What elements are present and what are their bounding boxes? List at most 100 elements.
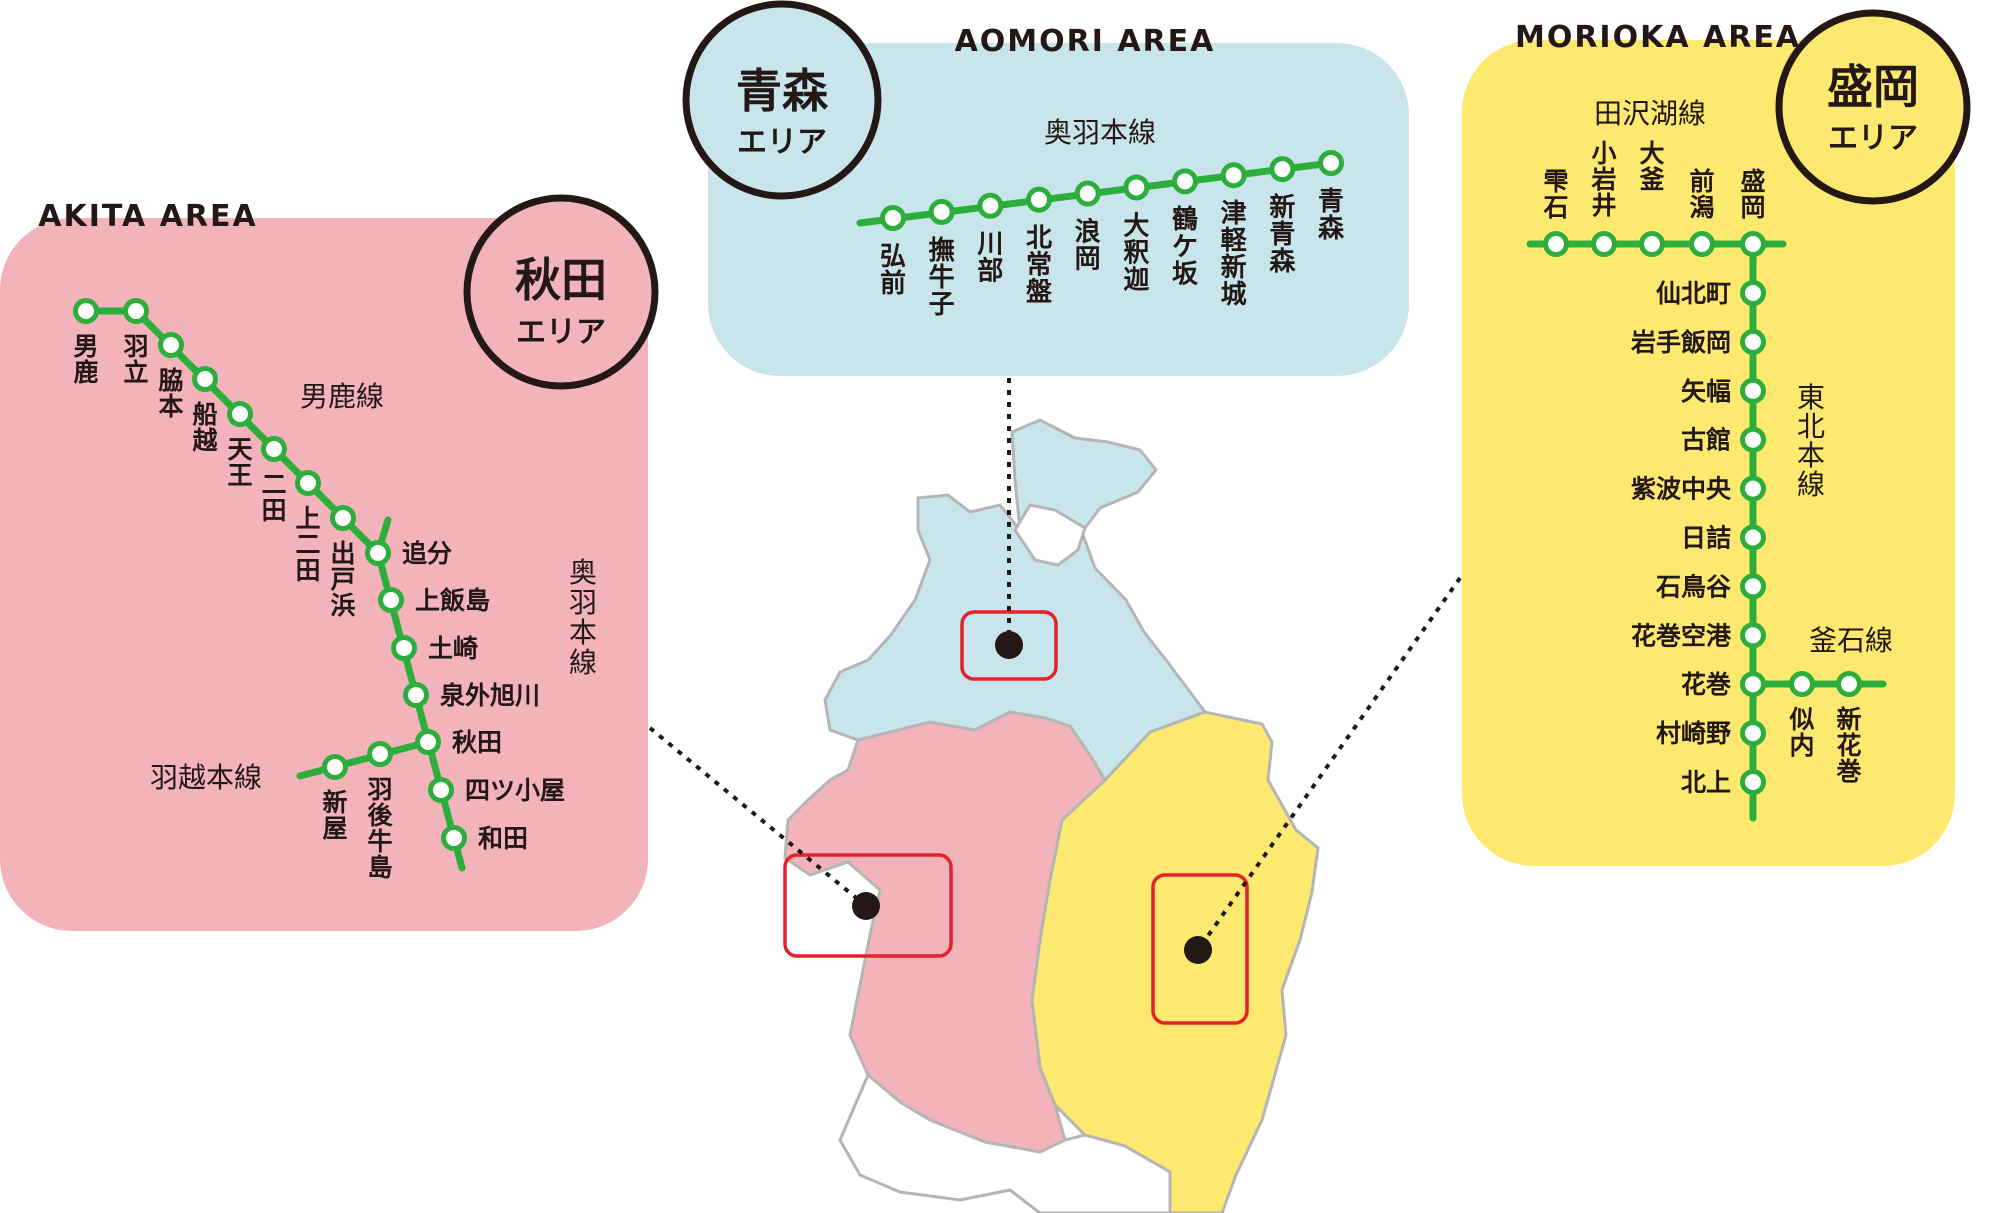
morioka-kamaishi-line-label: 釜石線 [1809,624,1893,657]
akita-station-marker [322,754,348,780]
akita-station-marker [261,436,287,462]
akita-station-marker [378,587,404,613]
morioka-station-label: 北上 [1681,768,1731,797]
morioka-station-marker [1740,671,1766,698]
akita-station-marker [158,332,184,358]
aomori-station-marker [1026,186,1052,213]
morioka-station-marker [1591,231,1617,257]
akita-station-marker [367,741,393,767]
akita-station-marker [330,505,356,531]
aomori-station-label: 浪岡 [1075,216,1101,274]
aomori-badge [682,0,882,200]
morioka-badge [1775,9,1971,205]
akita-station-marker [192,366,218,392]
akita-station-label: 羽後牛島 [367,775,393,882]
morioka-station-label: 前潟 [1689,167,1714,222]
akita-badge [463,194,659,390]
southern-region-shape [838,1072,1172,1213]
akita-station-label: 追分 [402,539,452,568]
aomori-station-label: 撫牛子 [929,236,955,320]
akita-station-label: 四ツ小屋 [465,776,565,805]
aomori-location-dot [995,631,1023,659]
morioka-station-marker [1740,231,1766,257]
akita-station-label: 男鹿 [73,332,98,387]
aomori-station-label: 鶴ケ坂 [1172,204,1199,289]
morioka-station-label: 似内 [1788,705,1814,760]
akita-station-marker [415,729,441,755]
morioka-leader [1196,576,1462,952]
akita-station-marker [123,298,149,324]
morioka-tazawako-line-label: 田沢湖線 [1594,97,1706,130]
aomori-highlight-box [960,610,1058,681]
akita-oga-line-label: 男鹿線 [300,380,384,413]
aomori-badge-main: 青森 [736,64,829,118]
aomori-panel: AOMORI AREA 青森 エリア 奥羽本線 弘前撫牛子川部北常盤浪岡大釈迦鶴… [682,0,1409,376]
aomori-station-label: 青森 [1318,187,1345,244]
morioka-rail-diagram: 雫石小岩井大釜前潟盛岡仙北町岩手飯岡矢幅古館紫波中央日詰石鳥谷花巻空港花巻村崎野… [1526,139,1887,822]
aomori-station-label: 津軽新城 [1221,199,1248,310]
aomori-station-label: 大釈迦 [1123,211,1149,295]
akita-uetsu-line-label: 羽越本線 [150,761,262,794]
akita-station-marker [403,682,429,708]
akita-station-label: 二田 [261,470,286,525]
akita-station-marker [428,777,454,803]
morioka-station-marker [1639,231,1665,257]
mutsu-bay [1013,503,1087,567]
aomori-region-shape [823,418,1208,783]
aomori-station-label: 弘前 [880,242,906,299]
morioka-station-marker [1740,769,1766,795]
morioka-station-label: 古館 [1681,426,1731,455]
morioka-station-label: 村崎野 [1656,719,1731,748]
morioka-station-marker [1740,622,1766,649]
morioka-station-label: 新花巻 [1835,705,1862,786]
morioka-station-marker [1740,280,1766,306]
akita-badge-main: 秋田 [515,253,607,307]
aomori-station-marker [1318,150,1344,176]
akita-station-marker [365,540,391,566]
akita-station-label: 天王 [227,435,252,490]
morioka-area-title: MORIOKA AREA [1515,20,1801,55]
aomori-station-label: 北常盤 [1026,224,1053,308]
akita-station-label: 泉外旭川 [440,681,540,710]
akita-station-label: 羽立 [123,332,148,387]
akita-station-label: 秋田 [452,728,502,757]
akita-uetsu-line-track [296,738,432,780]
aomori-panel-bg [708,43,1409,376]
akita-station-label: 船越 [192,400,218,455]
aomori-station-marker [977,192,1004,219]
akita-station-marker [227,401,253,427]
morioka-station-label: 雫石 [1542,167,1568,222]
morioka-panel: MORIOKA AREA 盛岡 エリア 田沢湖線 釜石線 東北本線 雫石小岩井大… [1462,9,1971,866]
akita-panel: AKITA AREA 秋田 エリア 男鹿線 羽越本線 奥羽本線 男鹿羽立脇本船越… [0,194,659,931]
morioka-station-label: 岩手飯岡 [1630,328,1731,357]
region-map [783,418,1320,1213]
morioka-location-dot [1184,936,1212,964]
morioka-station-marker [1740,524,1766,551]
morioka-station-label: 仙北町 [1656,279,1731,308]
aomori-station-marker [1123,174,1150,201]
morioka-station-marker [1740,475,1766,502]
akita-badge-sub: エリア [516,315,606,350]
akita-station-label: 脇本 [158,366,183,421]
morioka-station-label: 盛岡 [1740,167,1765,222]
morioka-station-label: 石鳥谷 [1655,572,1732,601]
aomori-badge-sub: エリア [737,125,827,160]
aomori-ou-line-label: 奥羽本線 [1044,116,1156,149]
morioka-station-label: 大釜 [1638,139,1665,194]
akita-location-dot [852,892,880,920]
morioka-station-label: 紫波中央 [1631,475,1732,504]
akita-highlight-box [783,853,953,958]
akita-station-label: 土崎 [428,634,478,663]
akita-station-label: 上飯島 [415,586,490,615]
akita-station-marker [295,470,321,496]
morioka-tohoku-line-label: 東北本線 [1797,381,1825,501]
aomori-station-label: 新青森 [1269,192,1296,277]
akita-panel-bg [0,218,648,931]
aomori-station-label: 川部 [977,230,1003,287]
aomori-station-marker [1172,168,1198,195]
aomori-station-marker [880,205,906,231]
akita-station-marker [441,825,467,851]
morioka-station-marker [1740,426,1766,453]
